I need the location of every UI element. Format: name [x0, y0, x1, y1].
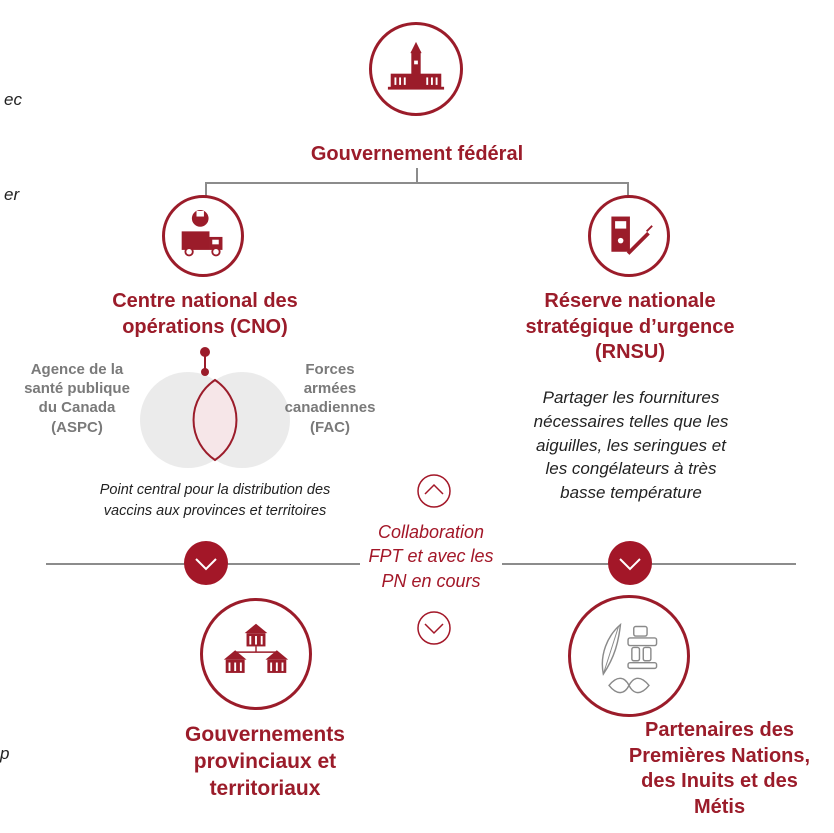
- rnsu-title-line: (RNSU): [595, 341, 665, 364]
- cno-title: Centre national des opérations (CNO): [60, 289, 350, 340]
- parliament-icon: [387, 41, 445, 90]
- partner-line: (ASPC): [51, 418, 103, 436]
- rnsu-icon-circle: [588, 195, 670, 277]
- indigenous-title-line: Métis: [693, 795, 746, 818]
- description-line: Point central pour la distribution des: [99, 482, 331, 498]
- provinces-title-line: Gouvernements: [185, 723, 345, 746]
- provinces-icon-circle: [200, 598, 312, 710]
- description-line: nécessaires telles que les: [533, 411, 729, 431]
- rnsu-description: Partager les fournitures nécessaires tel…: [500, 386, 762, 505]
- partner-line: du Canada: [38, 399, 116, 417]
- partner-line: Agence de la: [30, 361, 124, 378]
- cno-title-line: Centre national des: [112, 290, 298, 312]
- indigenous-title-line: des Inuits et des: [641, 770, 798, 793]
- rnsu-title: Réserve nationale stratégique d’urgence …: [480, 289, 780, 366]
- connector-horizontal-top: [205, 182, 629, 184]
- cropped-text-fragment-top: ec: [4, 90, 22, 109]
- rnsu-title-line: Réserve nationale: [544, 290, 716, 312]
- description-line: aiguilles, les seringues et: [536, 435, 726, 455]
- partner-line: (FAC): [310, 418, 350, 436]
- cno-title-line: opérations (CNO): [122, 315, 288, 338]
- description-line: les congélateurs à très: [545, 459, 717, 479]
- chevron-up-icon: [416, 473, 452, 509]
- federal-icon-circle: [369, 22, 463, 116]
- indigenous-icon-circle: [568, 595, 690, 717]
- truck-wrench-icon: [181, 210, 223, 257]
- indigenous-title-line: Premières Nations,: [628, 744, 811, 767]
- cropped-text-fragment-bottom: p: [0, 744, 10, 763]
- partner-line: Forces: [305, 361, 355, 378]
- indigenous-title-line: Partenaires des: [645, 719, 794, 741]
- syringe-cooler-icon: [611, 216, 653, 255]
- partner-line: santé publique: [24, 380, 130, 398]
- indigenous-title: Partenaires des Premières Nations, des I…: [605, 718, 834, 820]
- chevron-down-icon: [416, 610, 452, 646]
- connector-right-drop: [627, 182, 629, 196]
- provinces-title: Gouvernements provinciaux et territoriau…: [120, 722, 410, 803]
- collaboration-text: Collaboration FPT et avec les PN en cour…: [360, 520, 502, 593]
- collab-line: FPT et avec les: [368, 546, 494, 567]
- inukshuk-feather-infinity-icon: [601, 622, 658, 694]
- government-buildings-icon: [223, 623, 289, 673]
- cno-right-partner: Forces armées canadiennes (FAC): [280, 360, 380, 437]
- chevron-down-filled-icon-left: [184, 541, 228, 585]
- description-line: basse température: [560, 483, 702, 503]
- partner-line: canadiennes: [284, 399, 376, 417]
- connector-left-drop: [205, 182, 207, 196]
- connector-federal-down: [416, 165, 418, 183]
- venn-diagram: [140, 347, 290, 468]
- collab-line: PN en cours: [381, 570, 481, 591]
- cno-left-partner: Agence de la santé publique du Canada (A…: [2, 360, 152, 437]
- cno-icon-circle: [162, 195, 244, 277]
- partner-line: armées: [303, 380, 357, 398]
- cno-description: Point central pour la distribution des v…: [60, 480, 370, 522]
- provinces-title-line: territoriaux: [209, 776, 321, 800]
- description-line: vaccins aux provinces et territoires: [103, 503, 327, 520]
- chevron-down-filled-icon-right: [608, 541, 652, 585]
- collab-line: Collaboration: [377, 522, 485, 542]
- federal-title: Gouvernement fédéral: [267, 142, 567, 168]
- provinces-title-line: provinciaux et: [193, 749, 337, 773]
- rnsu-title-line: stratégique d’urgence: [525, 315, 735, 338]
- cropped-text-fragment-middle: er: [4, 185, 20, 204]
- description-line: Partager les fournitures: [542, 388, 720, 407]
